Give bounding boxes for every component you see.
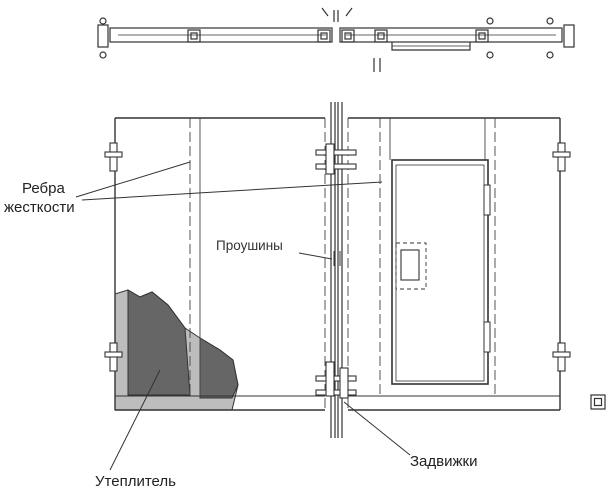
lug-marks: [333, 251, 341, 266]
plan-hinge: [99, 51, 107, 59]
door-hinge: [483, 184, 491, 216]
plan-hinge: [546, 51, 554, 59]
plan-left-post: [97, 24, 109, 48]
plan-hinge: [546, 17, 554, 25]
insulation-dark: [199, 337, 239, 399]
plan-right-post: [563, 24, 575, 48]
latches-label: Задвижки: [410, 453, 477, 470]
door-hinge: [483, 321, 491, 353]
lugs-label: Проушины: [216, 238, 283, 253]
leader-lines: [75, 161, 411, 471]
ribs-label-line2: жесткости: [4, 199, 75, 216]
plan-hinge: [99, 17, 107, 25]
hinges: [104, 142, 571, 372]
latch-handle: [325, 143, 335, 175]
plan-hinge: [486, 51, 494, 59]
latch-handle: [325, 361, 335, 397]
post-section: [590, 394, 606, 410]
plan-hinge: [486, 17, 494, 25]
latch-bottom: [315, 389, 357, 396]
wicket-door: [391, 159, 491, 385]
insulation-label: Утеплитель: [95, 473, 176, 490]
ribs-label-line1: Ребра: [22, 180, 65, 197]
latch-bottom: [315, 375, 357, 382]
hinge-pin: [104, 351, 123, 358]
wicket-door-frame: [391, 159, 489, 385]
elevation-view: [104, 102, 606, 438]
plan-view: [97, 7, 575, 72]
latches: [315, 143, 357, 399]
door-lock-outline: [395, 242, 427, 290]
plan-left-leaf: [109, 27, 333, 43]
insulation-dark: [127, 289, 191, 396]
latch-handle: [339, 367, 349, 399]
hinge-pin: [552, 151, 571, 158]
latch-top: [315, 149, 357, 156]
latch-top: [315, 163, 357, 170]
hinge-pin: [104, 151, 123, 158]
insulation-cutaway: [114, 289, 239, 411]
plan-right-leaf: [339, 27, 563, 43]
door-lock: [400, 249, 420, 281]
hinge-pin: [552, 351, 571, 358]
